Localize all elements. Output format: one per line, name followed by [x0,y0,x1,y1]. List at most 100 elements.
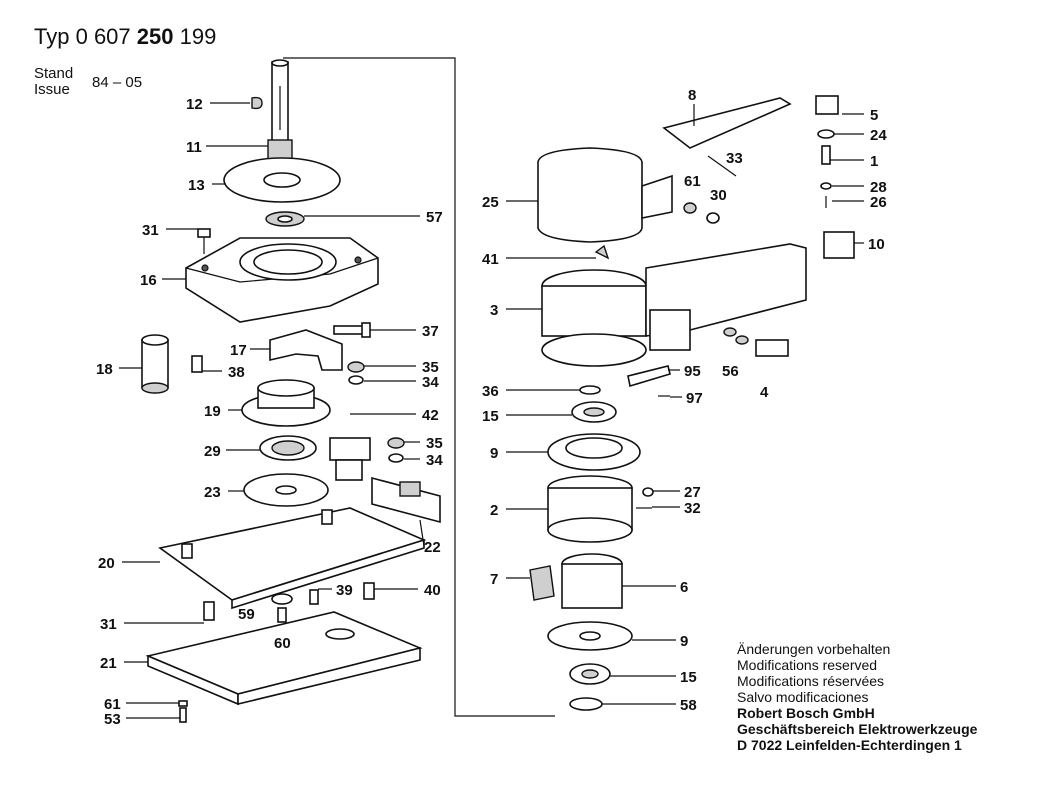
lever-8-part [662,97,792,149]
stand-issue-labels: Stand Issue [34,66,73,98]
callout-58: 58 [680,697,697,714]
bolt-37-part [333,322,371,338]
callout-39: 39 [336,582,353,599]
flange-23-part [243,473,329,507]
clamp-22-part [371,476,441,524]
callout-13: 13 [188,177,205,194]
callout-42: 42 [422,407,439,424]
base-plate-20-part [158,507,427,610]
screw-30-part [706,212,720,224]
screw-4-part [723,327,789,357]
callout-7: 7 [490,571,498,588]
bracket-line [283,57,555,717]
key-part [251,96,263,110]
notes-block: Änderungen vorbehalten Modifications res… [737,641,977,753]
cover-plate-95-part [627,365,671,388]
washer-57-part [265,211,305,227]
callout-11: 11 [186,139,202,156]
bearing-housing-16-part [185,237,379,323]
callout-1: 1 [870,153,878,170]
valve-stack-part [815,95,839,208]
callout-26: 26 [870,194,887,211]
company-line-3: D 7022 Leinfelden-Echterdingen 1 [737,737,962,753]
callout-37: 37 [422,323,439,340]
callout-25: 25 [482,194,499,211]
callout-30: 30 [710,187,727,204]
nut-35-part [347,361,365,385]
cover-25-part [537,147,673,243]
typ-label: Typ [34,24,70,49]
screw-53-part [178,700,188,723]
callout-27: 27 [684,484,701,501]
screw-31-bottom-part [203,601,215,621]
typ-prefix: 0 607 [75,24,131,49]
bearing-15-top-part [571,401,617,423]
foot-18-part [141,334,169,394]
counterweight-17-part [269,329,343,371]
model-type-line: Typ 0 607 250 199 [34,24,216,50]
callout-20: 20 [98,555,115,572]
washer-59-part [271,593,293,605]
note-line-3: Modifications réservées [737,673,885,689]
callout-53: 53 [104,711,121,728]
callout-97: 97 [686,390,703,407]
callout-57: 57 [426,209,443,226]
callout-34b: 34 [426,452,443,469]
callout-32: 32 [684,500,701,517]
callout-56: 56 [722,363,739,380]
callout-22: 22 [424,539,441,556]
callout-33: 33 [726,150,743,167]
callout-35: 35 [422,359,439,376]
callout-2: 2 [490,502,498,519]
callout-12: 12 [186,96,203,113]
callout-9-top: 9 [490,445,498,462]
callout-23: 23 [204,484,221,501]
leader-lines [119,102,864,719]
screw-41-part [594,244,610,260]
fitting-10-part [823,231,855,259]
callout-59: 59 [238,606,255,623]
ring-9-bottom-part [547,621,633,651]
callout-21: 21 [100,655,117,672]
callout-5: 5 [870,107,878,124]
bearing-15-bottom-part [569,663,611,685]
note-line-2: Modifications reserved [737,657,878,673]
company-line-2: Geschäftsbereich Elektrowerkzeuge [737,721,978,737]
callout-labels: 12 11 13 57 31 16 37 17 18 38 35 34 19 4… [96,87,887,728]
ring-9-top-part [547,433,641,471]
bearing-29-part [259,435,317,461]
screw-60-part [277,607,287,623]
nut-35b-part [387,437,405,463]
callout-95: 95 [684,363,701,380]
pin-33-part [707,155,737,177]
callout-38: 38 [228,364,245,381]
sanding-pad-21-part [145,611,423,706]
callout-10: 10 [868,236,885,253]
issue-label: Issue [34,81,70,98]
callout-40: 40 [424,582,441,599]
cylinder-2-part [547,475,633,543]
note-line-1: Änderungen vorbehalten [737,641,891,657]
callout-17: 17 [230,342,247,359]
callout-15-top: 15 [482,408,499,425]
callout-41: 41 [482,251,499,268]
callout-31-top: 31 [142,222,159,239]
note-line-4: Salvo modificaciones [737,689,869,705]
callout-15-bottom: 15 [680,669,697,686]
callout-9-bottom: 9 [680,633,688,650]
callout-31-bottom: 31 [100,616,117,633]
callout-6: 6 [680,579,688,596]
vane-7-part [529,565,555,601]
rotor-6-part [561,553,623,609]
callout-3: 3 [490,302,498,319]
callout-18: 18 [96,361,113,378]
revision: 84 – 05 [92,74,143,91]
callout-61-right: 61 [684,173,701,190]
bellow-42-part [329,437,371,481]
ring-27-part [642,487,654,497]
typ-bold: 250 [136,24,174,49]
callout-28: 28 [870,179,887,196]
seal-plate-part [223,157,341,203]
housing-3-part [541,243,807,367]
screw-39-part [309,589,319,605]
